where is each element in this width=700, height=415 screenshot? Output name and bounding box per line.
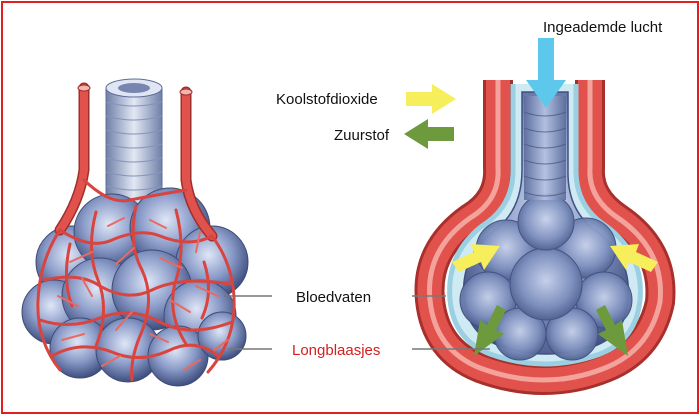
blood-vessels-label: Bloedvaten	[296, 289, 371, 306]
oxygen-arrow-right	[596, 305, 628, 356]
alveoli-label: Longblaasjes	[292, 342, 380, 359]
co2-legend-arrow	[406, 84, 456, 114]
inhaled-air-label: Ingeademde lucht	[543, 19, 663, 36]
co2-arrow-right	[610, 244, 658, 272]
co2-label: Koolstofdioxide	[276, 91, 378, 108]
oxygen-arrow-left	[474, 305, 506, 356]
inhaled-air-arrow	[526, 38, 566, 108]
co2-arrow-left	[452, 244, 500, 272]
oxygen-legend-arrow	[404, 119, 454, 149]
alveolus-cross-section	[414, 80, 676, 395]
alveoli-cluster-illustration	[21, 78, 249, 387]
oxygen-label: Zuurstof	[334, 127, 390, 144]
